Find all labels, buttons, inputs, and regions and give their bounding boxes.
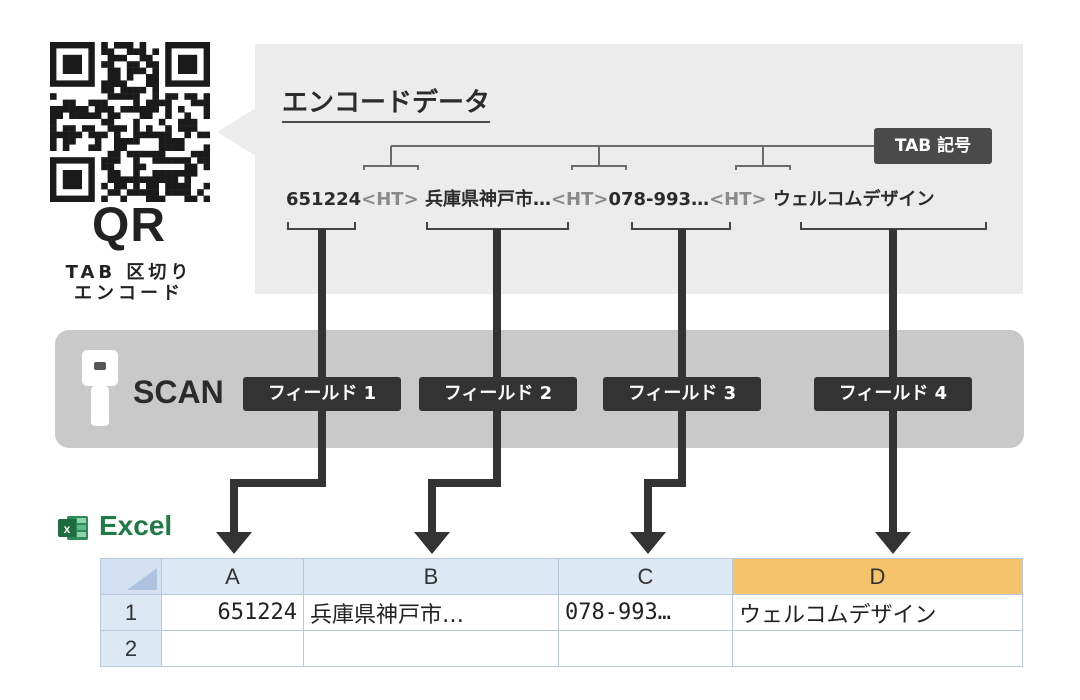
tab-bracket bbox=[363, 145, 874, 170]
excel-label: Excel bbox=[99, 510, 173, 541]
field-badge-3: フィールド 3 bbox=[603, 377, 761, 411]
column-header-d[interactable]: D bbox=[732, 558, 1023, 595]
qr-code-icon bbox=[50, 42, 210, 202]
column-header-c[interactable]: C bbox=[558, 558, 733, 595]
tab-symbol-badge: TAB 記号 bbox=[874, 128, 992, 164]
table-row: 1 651224 兵庫県神戸市… 078-993… ウェルコムデザイン bbox=[100, 594, 1023, 631]
spreadsheet: A B C D 1 651224 兵庫県神戸市… 078-993… ウェルコムデ… bbox=[100, 558, 1023, 667]
encoded-value-3: 078-993… bbox=[608, 189, 710, 210]
field-badge-1: フィールド 1 bbox=[243, 377, 401, 411]
cell-a1[interactable]: 651224 bbox=[161, 594, 304, 631]
cell-c2[interactable] bbox=[558, 630, 733, 667]
svg-text:x: x bbox=[64, 522, 71, 536]
field-badge-4: フィールド 4 bbox=[814, 377, 972, 411]
column-header-row: A B C D bbox=[100, 558, 1023, 595]
cell-b1[interactable]: 兵庫県神戸市… bbox=[303, 594, 559, 631]
speech-pointer bbox=[217, 108, 256, 156]
arrow-heads bbox=[216, 532, 911, 554]
select-all-corner[interactable] bbox=[100, 558, 162, 595]
ht-marker-3: <HT> bbox=[709, 189, 767, 210]
cell-c1[interactable]: 078-993… bbox=[558, 594, 733, 631]
row-header-1[interactable]: 1 bbox=[100, 594, 162, 631]
cell-b2[interactable] bbox=[303, 630, 559, 667]
field-badge-2: フィールド 2 bbox=[419, 377, 577, 411]
scan-label: SCAN bbox=[133, 374, 224, 410]
encoded-string: 651224<HT> 兵庫県神戸市…<HT>078-993…<HT> ウェルコム… bbox=[286, 185, 935, 215]
table-row: 2 bbox=[100, 630, 1023, 667]
field-arrows bbox=[230, 229, 897, 534]
cell-a2[interactable] bbox=[161, 630, 304, 667]
qr-code bbox=[50, 42, 210, 202]
encoded-value-1: 651224 bbox=[286, 189, 362, 210]
cell-d2[interactable] bbox=[732, 630, 1023, 667]
encoded-value-4: ウェルコムデザイン bbox=[772, 189, 935, 210]
value-brackets bbox=[287, 222, 987, 230]
excel-icon: x bbox=[58, 516, 88, 540]
qr-sub-label-2: エンコード bbox=[74, 283, 184, 304]
row-header-2[interactable]: 2 bbox=[100, 630, 162, 667]
encoded-value-2: 兵庫県神戸市… bbox=[424, 189, 551, 210]
qr-sub-label-1: TAB 区切り bbox=[65, 262, 193, 283]
barcode-scanner-icon bbox=[82, 350, 118, 426]
ht-marker-1: <HT> bbox=[361, 189, 419, 210]
column-header-b[interactable]: B bbox=[303, 558, 559, 595]
encode-data-title: エンコードデータ bbox=[282, 82, 491, 123]
ht-marker-2: <HT> bbox=[550, 189, 609, 210]
column-header-a[interactable]: A bbox=[161, 558, 304, 595]
cell-d1[interactable]: ウェルコムデザイン bbox=[732, 594, 1023, 631]
qr-label: QR bbox=[92, 199, 166, 252]
